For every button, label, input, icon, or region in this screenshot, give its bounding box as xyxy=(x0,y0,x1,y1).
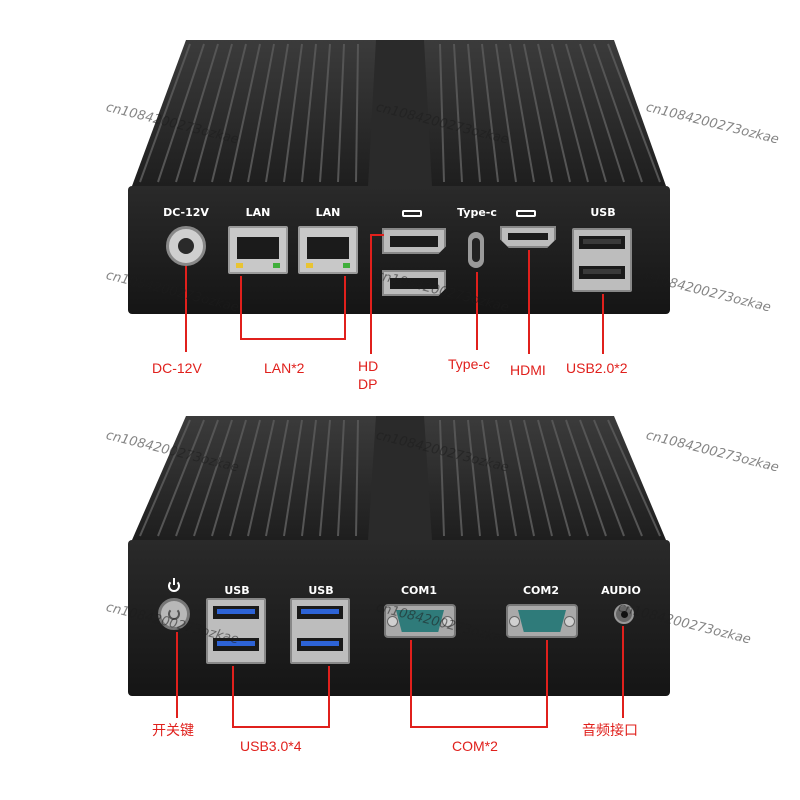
leader-power xyxy=(176,632,178,718)
label-com2: COM2 xyxy=(522,584,560,597)
leader-lan-left xyxy=(240,276,242,340)
callout-power-button: 开关键 xyxy=(152,722,194,738)
label-type-c: Type-c xyxy=(457,206,497,219)
bottom-device: USB USB COM1 COM2 AUDIO 开关键 USB3.0*4 COM… xyxy=(0,400,800,800)
usb3-port-stack-2 xyxy=(290,598,350,664)
label-lan-1: LAN xyxy=(245,206,271,219)
power-button-icon xyxy=(168,608,180,620)
label-dc-12v: DC-12V xyxy=(163,206,209,219)
com2-port xyxy=(506,604,578,638)
leader-usb xyxy=(602,294,604,354)
power-button[interactable] xyxy=(158,598,190,630)
leader-usb3-right xyxy=(328,666,330,728)
dc-jack xyxy=(166,226,206,266)
type-c-port xyxy=(468,232,484,268)
dp-port xyxy=(382,270,446,296)
label-usb-1: USB xyxy=(224,584,250,597)
audio-jack xyxy=(614,604,634,624)
callout-hd: HD xyxy=(358,358,379,374)
label-usb-2: USB xyxy=(308,584,334,597)
hdmi-icon xyxy=(516,210,536,217)
callout-hdmi: HDMI xyxy=(510,362,546,378)
bottom-heatsink xyxy=(132,416,666,540)
leader-hdmi xyxy=(528,250,530,354)
callout-audio: 音频接口 xyxy=(582,722,638,738)
callout-dp: DP xyxy=(358,376,378,392)
hd-port xyxy=(382,228,446,254)
label-lan-2: LAN xyxy=(315,206,341,219)
callout-usb2: USB2.0*2 xyxy=(566,360,628,376)
label-audio: AUDIO xyxy=(601,584,641,597)
top-heatsink xyxy=(132,40,666,186)
leader-hd-dp xyxy=(370,234,372,354)
leader-hd-dp-top xyxy=(370,234,384,236)
leader-audio xyxy=(622,626,624,718)
leader-usb3-bar xyxy=(232,726,330,728)
callout-usb3: USB3.0*4 xyxy=(240,738,302,754)
leader-typec xyxy=(476,272,478,350)
leader-usb3-left xyxy=(232,666,234,728)
display-icon xyxy=(402,210,422,217)
leader-lan-right xyxy=(344,276,346,340)
callout-com: COM*2 xyxy=(452,738,498,754)
callout-type-c: Type-c xyxy=(448,356,491,372)
top-device: DC-12V LAN LAN Type-c USB xyxy=(128,40,670,392)
com1-port xyxy=(384,604,456,638)
lan-port-2 xyxy=(298,226,358,274)
leader-dc xyxy=(185,266,187,352)
label-usb: USB xyxy=(590,206,616,219)
label-com1: COM1 xyxy=(400,584,438,597)
power-symbol-icon xyxy=(168,578,180,592)
callout-lan: LAN*2 xyxy=(264,360,305,376)
lan-port-1 xyxy=(228,226,288,274)
usb2-port-stack xyxy=(572,228,632,292)
leader-com-left xyxy=(410,640,412,728)
leader-com-right xyxy=(546,640,548,728)
leader-lan-bar xyxy=(240,338,346,340)
callout-dc-12v: DC-12V xyxy=(152,360,202,376)
leader-com-bar xyxy=(410,726,548,728)
usb3-port-stack-1 xyxy=(206,598,266,664)
hdmi-port xyxy=(500,226,556,248)
